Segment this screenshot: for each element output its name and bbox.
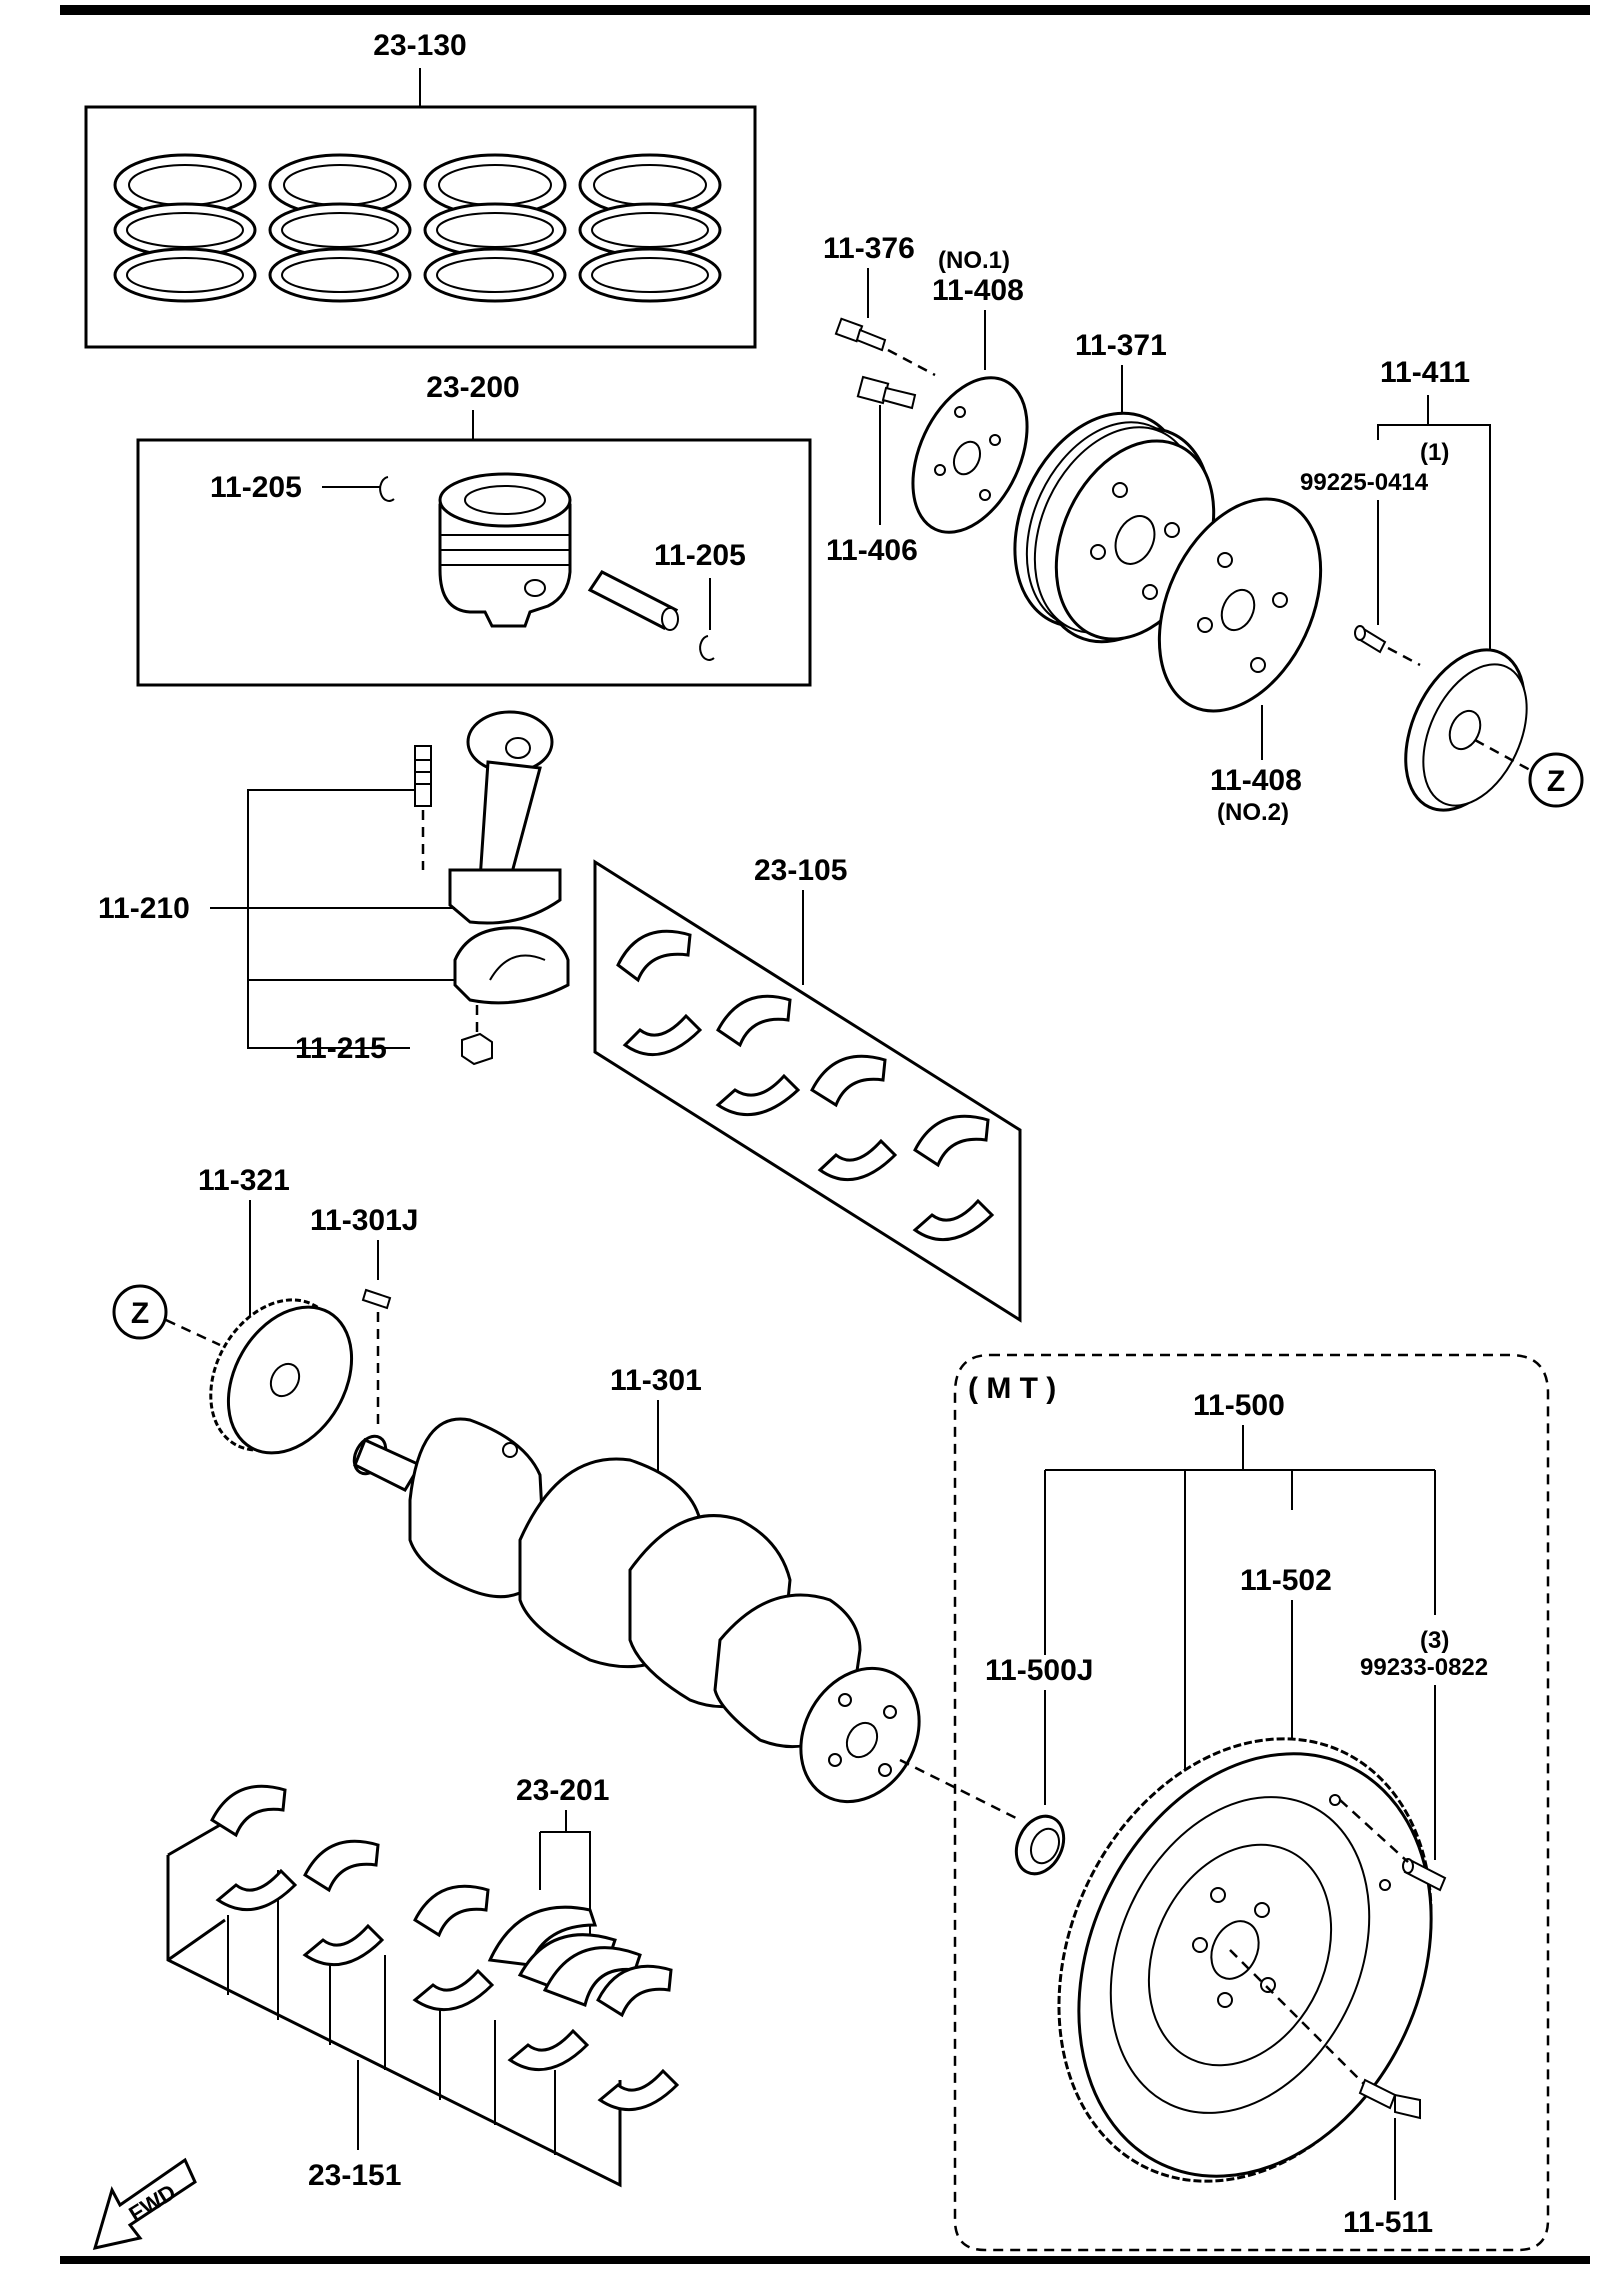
label-99233-0822: 99233-0822 <box>1360 1654 1488 1681</box>
flywheel-dowel-pin <box>1402 1858 1447 1892</box>
conrod-bearing-2 <box>715 994 801 1117</box>
label-no2: (NO.2) <box>1217 799 1289 826</box>
main-bearing-1 <box>210 1784 298 1912</box>
pulley-assembly-group: 11-376 (NO.1) 11-408 11-406 11-371 <box>823 232 1584 826</box>
label-11-406: 11-406 <box>826 534 918 567</box>
crankshaft-sprocket-plate <box>1404 648 1528 812</box>
piston-group: 23-200 11-205 11-205 <box>136 371 812 687</box>
connecting-rod <box>448 710 562 925</box>
label-11-210: 11-210 <box>98 892 190 925</box>
label-11-301: 11-301 <box>610 1364 702 1397</box>
connecting-rod-group: 11-210 11-215 <box>98 710 570 1066</box>
piston-ring-set-group: 23-130 <box>84 29 757 349</box>
connecting-rod-bolt <box>414 745 432 807</box>
piston-pin-clip-right <box>699 635 715 661</box>
timing-sprocket <box>209 1298 354 1455</box>
main-bearing-4 <box>507 1964 673 2072</box>
svg-text:Z: Z <box>1547 765 1565 798</box>
label-11-502: 11-502 <box>1240 1564 1332 1597</box>
pulley-washer-no1 <box>911 376 1029 534</box>
label-11-321: 11-321 <box>198 1164 290 1197</box>
label-11-301j: 11-301J <box>310 1204 418 1237</box>
pulley-lock-bolt <box>834 317 887 352</box>
piston-ring-2 <box>268 153 412 303</box>
main-bearing-3 <box>412 1884 495 2012</box>
piston-pin-clip-left <box>379 476 395 502</box>
label-23-105: 23-105 <box>754 854 847 887</box>
connecting-rod-cap <box>453 926 570 1005</box>
label-11-511: 11-511 <box>1343 2206 1433 2239</box>
crankshaft-pulley-bolt <box>856 375 917 410</box>
crankshaft-sprocket-group: 11-321 Z 11-301J <box>112 1164 418 1455</box>
main-bearing-set-group: 23-201 <box>166 1774 680 2192</box>
label-99225-0414: 99225-0414 <box>1300 469 1429 496</box>
label-11-408-bottom: 11-408 <box>1210 764 1302 797</box>
label-23-201: 23-201 <box>516 1774 609 1807</box>
crankshaft <box>352 1417 921 1804</box>
connecting-rod-nut <box>461 1032 493 1066</box>
fwd-label: FWD <box>124 2179 180 2227</box>
crankshaft-pulley <box>1013 411 1216 644</box>
pulley-pin <box>1354 625 1387 654</box>
piston-pin <box>587 570 679 631</box>
label-11-500j: 11-500J <box>985 1654 1093 1687</box>
label-11-215: 11-215 <box>295 1032 387 1065</box>
pulley-plate-no2 <box>1157 497 1323 713</box>
conrod-bearing-3 <box>810 1054 898 1182</box>
flywheel-bolt <box>1358 2078 1421 2120</box>
label-11-500: 11-500 <box>1193 1389 1285 1422</box>
piston-ring-4 <box>578 153 722 303</box>
svg-text:Z: Z <box>131 1297 149 1330</box>
reference-z-marker-left: Z <box>112 1284 168 1340</box>
label-11-205-left: 11-205 <box>210 471 302 504</box>
crankshaft-group: 11-301 <box>352 1364 1021 1822</box>
connecting-rod-bearing-set-group: 23-105 <box>593 854 1022 1323</box>
main-thrust-bearing <box>487 1905 642 2007</box>
bearing-set-frame <box>593 859 1022 1323</box>
reference-z-marker-right: Z <box>1528 752 1584 808</box>
label-11-411: 11-411 <box>1380 356 1470 389</box>
pilot-bearing <box>1014 1814 1066 1876</box>
bottom-border-line <box>60 2256 1590 2264</box>
piston <box>438 472 572 628</box>
label-23-200: 23-200 <box>426 371 519 404</box>
label-no1: (NO.1) <box>938 247 1010 274</box>
conrod-bearing-4 <box>912 1114 995 1242</box>
conrod-bearing-1 <box>616 929 703 1057</box>
flywheel <box>1057 1737 1433 2183</box>
label-11-371: 11-371 <box>1075 329 1167 362</box>
main-bearing-2 <box>302 1839 385 1967</box>
top-border-line <box>60 5 1590 15</box>
forward-direction-arrow: FWD <box>92 2157 197 2251</box>
label-23-151: 23-151 <box>308 2159 401 2192</box>
label-11-205-right: 11-205 <box>654 539 746 572</box>
label-23-130: 23-130 <box>373 29 466 62</box>
label-mt: ( M T ) <box>968 1372 1056 1405</box>
manual-transmission-flywheel-group: ( M T ) 11-500 11-502 11-500J (3) 99233-… <box>953 1353 1550 2252</box>
label-11-408-top: 11-408 <box>932 274 1024 307</box>
label-11-376: 11-376 <box>823 232 915 265</box>
mt-dashed-box <box>953 1353 1550 2252</box>
main-bearing-frame <box>166 1823 622 2188</box>
label-qty1: (1) <box>1420 439 1449 466</box>
piston-ring-1 <box>113 153 257 303</box>
crankshaft-key <box>361 1288 392 1310</box>
label-qty3: (3) <box>1420 1627 1449 1654</box>
main-bearing-5 <box>597 2068 680 2112</box>
piston-ring-3 <box>423 153 567 303</box>
